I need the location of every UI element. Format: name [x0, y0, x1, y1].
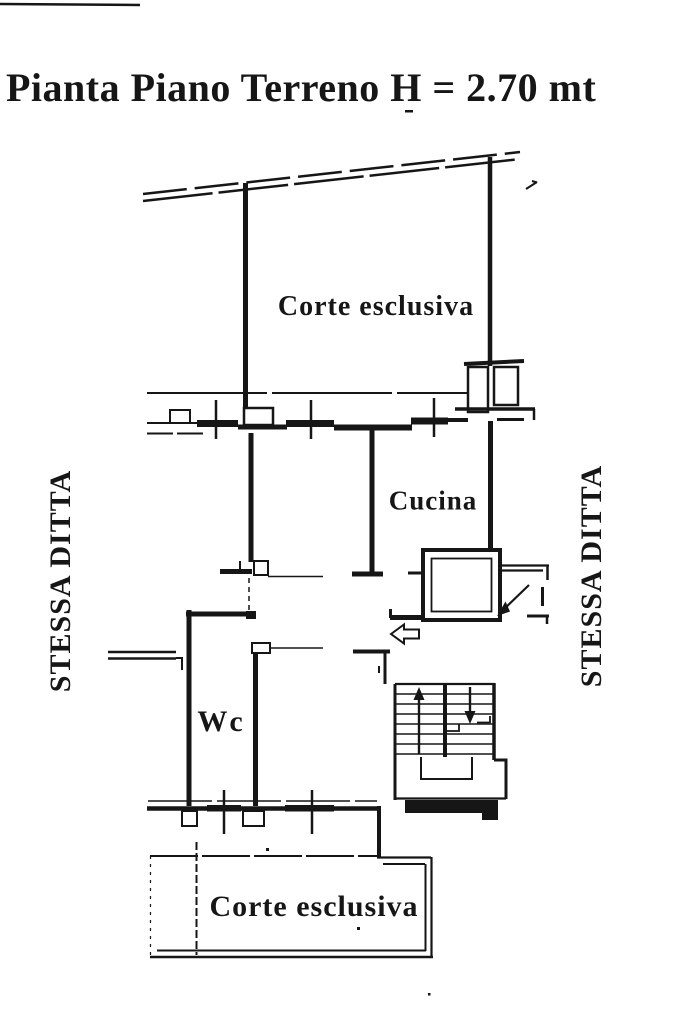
- courtyard-top-label: Corte esclusiva: [277, 291, 475, 322]
- staircase: [393, 682, 508, 820]
- fence-boundary-line: [142, 150, 521, 203]
- small-tick-mark: [525, 180, 538, 190]
- page-title: Pianta Piano Terreno H = 2.70 mt: [6, 65, 597, 110]
- building-top-wall: [147, 398, 468, 439]
- elevator-shaft: [408, 548, 502, 622]
- door-swing: [497, 584, 530, 616]
- wc-label: Wc: [197, 705, 245, 738]
- adjacent-property-left-label: STESSA DITTA: [44, 469, 77, 693]
- gate-pillar: [455, 359, 536, 421]
- kitchen-walls: [352, 421, 493, 577]
- wc-walls: [186, 610, 271, 806]
- courtyard-bottom-walls: [149, 842, 433, 959]
- entrance-arrow: [389, 622, 420, 646]
- scan-artifact-top-edge: [0, 2, 413, 113]
- right-exterior-walls: [500, 564, 549, 606]
- kitchen-label: Cucina: [388, 485, 478, 516]
- scan-dots: [266, 848, 431, 996]
- courtyard-bottom-label: Corte esclusiva: [209, 890, 419, 923]
- building-bottom-wall: [147, 790, 381, 858]
- adjacent-property-right-label: STESSA DITTA: [575, 464, 608, 688]
- left-party-wall: [108, 650, 183, 670]
- interior-hall-walls: [186, 433, 323, 649]
